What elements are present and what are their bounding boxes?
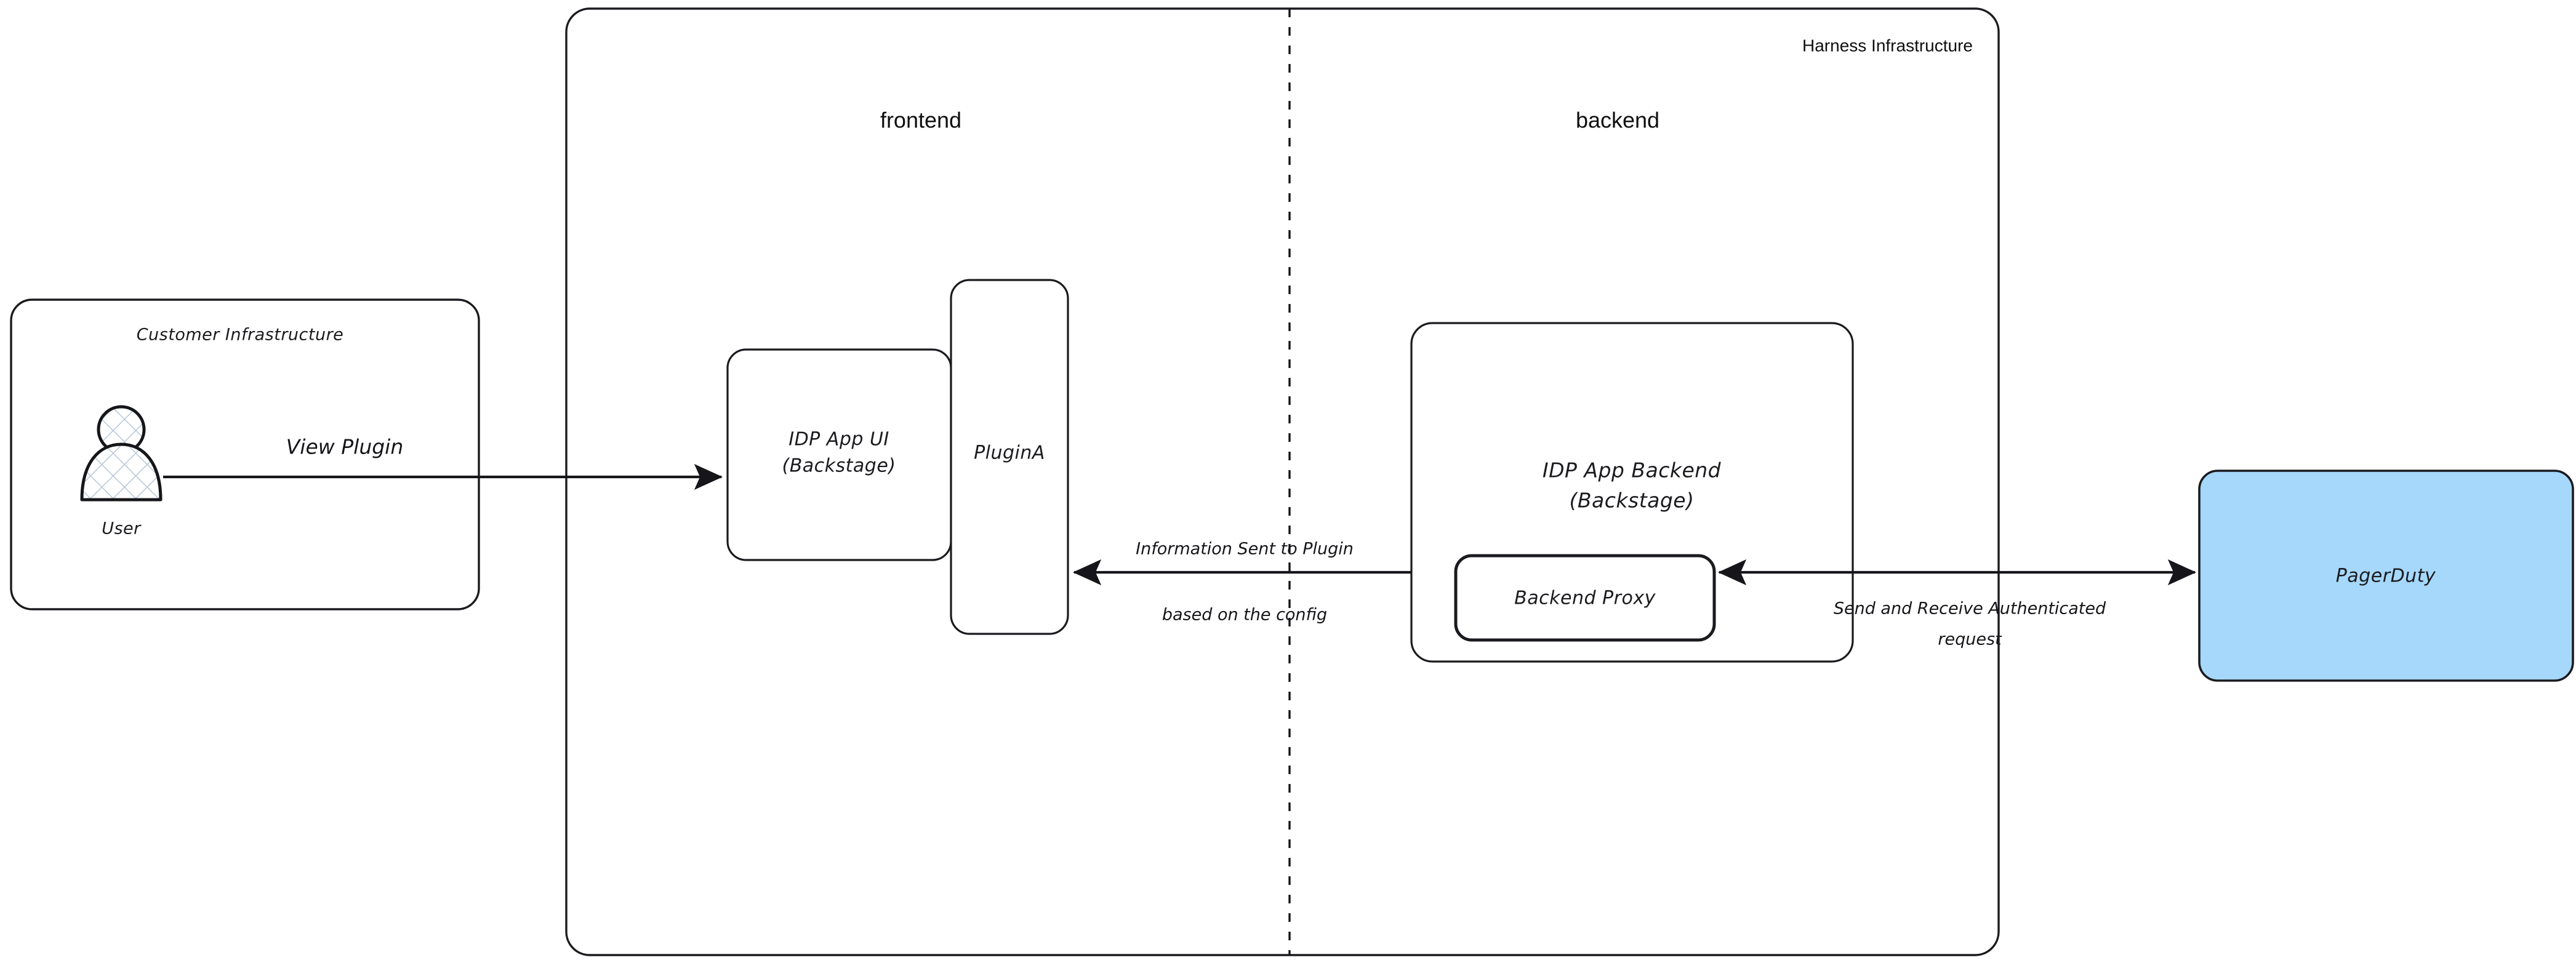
user-actor-icon[interactable] — [80, 405, 163, 502]
edge-authenticated-request-label-line2: request — [1938, 630, 2002, 649]
edge-view-plugin[interactable]: View Plugin — [163, 435, 723, 490]
harness-infrastructure-box[interactable] — [565, 7, 2000, 956]
section-label-frontend: frontend — [880, 108, 961, 133]
plugin-a-box[interactable] — [950, 279, 1069, 635]
customer-infrastructure-group[interactable]: Customer Infrastructure User — [10, 298, 480, 610]
edge-authenticated-request-label-line1: Send and Receive Authenticated — [1834, 599, 2106, 618]
edge-information-sent-label-line1: Information Sent to Plugin — [1136, 540, 1354, 559]
harness-infrastructure-label: Harness Infrastructure — [1802, 36, 1973, 55]
idp-app-ui-label-line2: (Backstage) — [782, 455, 896, 477]
node-backend-proxy[interactable]: Backend Proxy — [1454, 554, 1716, 642]
idp-app-backend-label-line2: (Backstage) — [1570, 489, 1695, 513]
customer-infrastructure-label: Customer Infrastructure — [137, 326, 344, 345]
node-idp-app-ui[interactable]: IDP App UI (Backstage) — [726, 348, 952, 561]
edge-information-sent-label-line2: based on the config — [1162, 606, 1327, 625]
harness-infrastructure-group[interactable]: Harness Infrastructure frontend backend … — [565, 7, 2000, 956]
backend-proxy-box[interactable] — [1454, 554, 1716, 642]
pagerduty-label: PagerDuty — [2336, 566, 2436, 587]
pagerduty-box[interactable] — [2198, 470, 2574, 682]
section-label-backend: backend — [1576, 108, 1659, 133]
user-actor-label: User — [102, 519, 142, 538]
backend-proxy-label: Backend Proxy — [1514, 588, 1656, 609]
edge-information-sent[interactable]: Information Sent to Plugin based on the … — [1072, 540, 1411, 625]
edge-view-plugin-label-line1: View Plugin — [286, 435, 404, 459]
node-plugin-a[interactable]: PluginA — [950, 279, 1069, 635]
idp-app-ui-label-line1: IDP App UI — [788, 429, 889, 450]
idp-app-backend-label-line1: IDP App Backend — [1543, 458, 1722, 482]
customer-infrastructure-box[interactable] — [10, 298, 480, 610]
node-pagerduty[interactable]: PagerDuty — [2198, 470, 2574, 682]
plugin-a-label: PluginA — [974, 442, 1045, 464]
edge-authenticated-request[interactable]: Send and Receive Authenticated request — [1717, 559, 2197, 649]
